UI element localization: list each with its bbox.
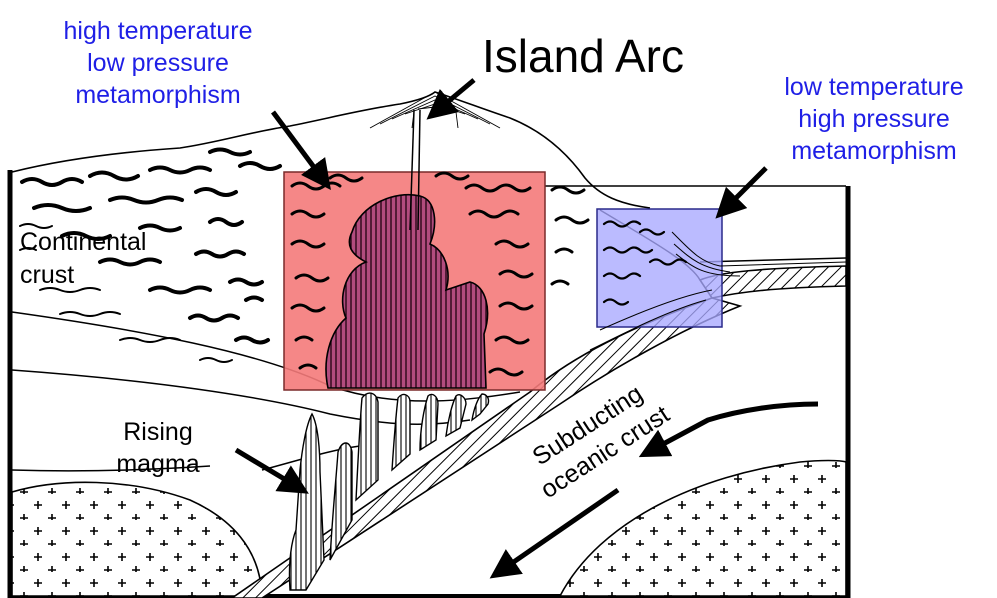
continental-crust-label-line1: Continental bbox=[20, 228, 146, 256]
continental-crust-label-line2: crust bbox=[20, 261, 74, 289]
low-temperature-zone bbox=[597, 209, 722, 327]
rising-magma-label-line1: Rising bbox=[123, 418, 192, 446]
high-temp-label-line3: metamorphism bbox=[75, 81, 240, 109]
volcano-cone bbox=[370, 92, 500, 128]
mantle-granite-right bbox=[560, 461, 846, 597]
rising-magma-label-line2: magma bbox=[116, 450, 199, 478]
low-temp-label-line1: low temperature bbox=[784, 73, 963, 101]
high-temp-label-line2: low pressure bbox=[87, 49, 229, 77]
low-temp-label-line2: high pressure bbox=[798, 105, 949, 133]
lower-crust-granite-left bbox=[12, 482, 262, 596]
high-temp-label-line1: high temperature bbox=[63, 17, 252, 45]
low-temp-label-line3: metamorphism bbox=[791, 137, 956, 165]
island-arc-label: Island Arc bbox=[482, 30, 684, 82]
